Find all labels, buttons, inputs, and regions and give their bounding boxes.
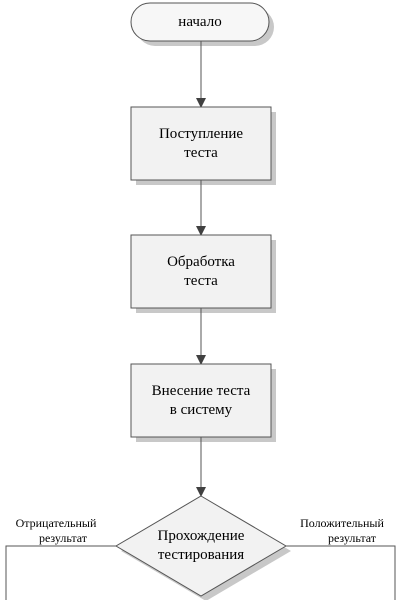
step2-label: Обработка теста — [131, 235, 271, 308]
branch-left-line1: Отрицательный — [15, 516, 97, 530]
step3-line1: Внесение теста — [151, 382, 251, 399]
decision-diamond — [115, 495, 287, 597]
step1-line2: теста — [184, 144, 218, 161]
step3-line2: в систему — [169, 401, 233, 418]
step3-label: Внесение теста в систему — [131, 364, 271, 437]
step2-line2: теста — [184, 272, 218, 289]
branch-right-line1: Положительный — [300, 516, 384, 530]
decision-line2: тестирования — [157, 547, 245, 563]
branch-right-label: Положительный результат — [286, 516, 398, 546]
branch-right-line2: результат — [327, 531, 377, 545]
start-label: начало — [178, 13, 222, 30]
branch-left-line2: результат — [38, 531, 88, 545]
start-terminator — [130, 2, 270, 42]
decision-label: Прохождение тестирования — [131, 522, 271, 570]
branch-left-label: Отрицательный результат — [0, 516, 112, 546]
branch-left-line — [5, 545, 116, 600]
step2-line1: Обработка — [167, 253, 235, 270]
step1-line1: Поступление — [158, 125, 244, 142]
step1-label: Поступление теста — [131, 107, 271, 180]
branch-right-line — [286, 545, 396, 600]
step1-box — [130, 106, 272, 181]
decision-line1: Прохождение — [157, 528, 245, 545]
step2-box — [130, 234, 272, 309]
step3-box — [130, 363, 272, 438]
